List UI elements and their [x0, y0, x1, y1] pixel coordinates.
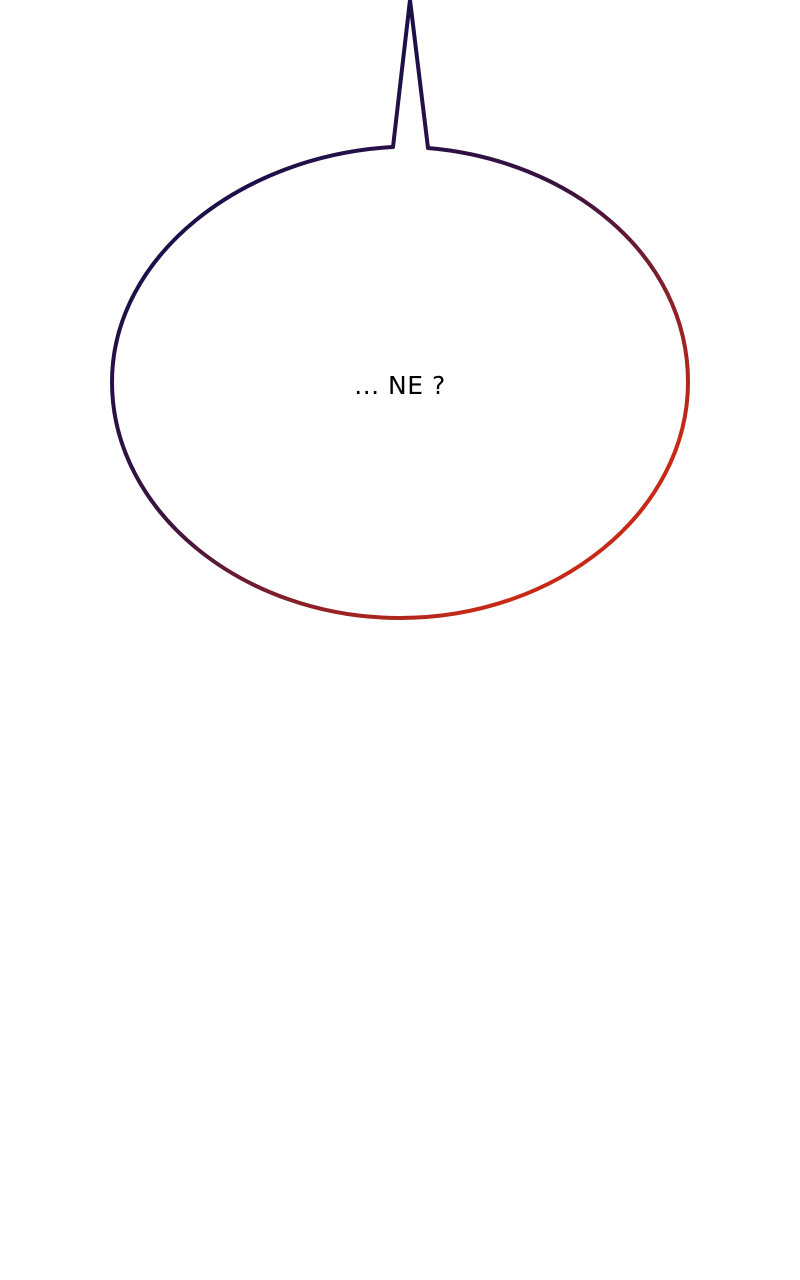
speech-bubble-outline [110, 0, 690, 620]
speech-bubble-text: ... NE ? [354, 371, 446, 400]
